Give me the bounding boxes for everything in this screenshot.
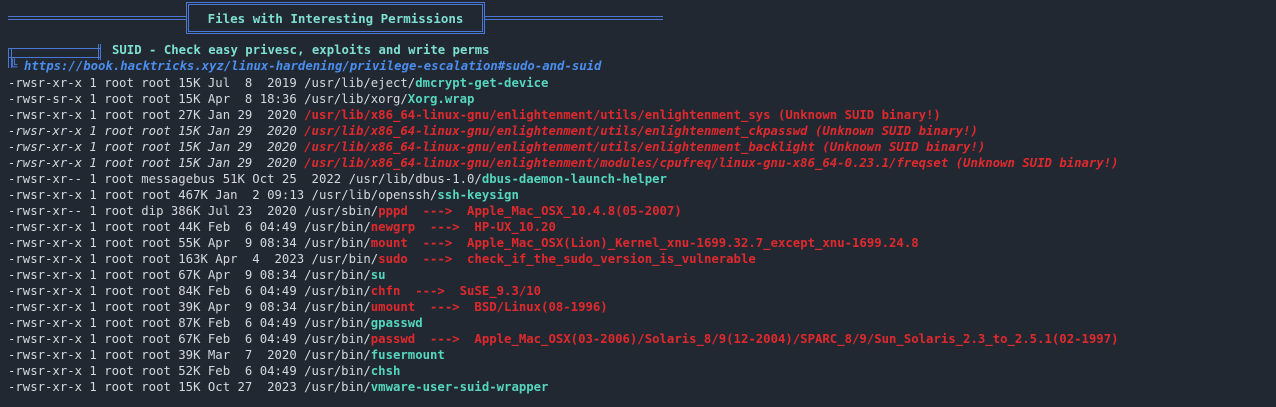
- file-binary-name: gpasswd: [370, 316, 423, 330]
- file-binary-name: Xorg.wrap: [407, 92, 475, 106]
- file-binary-name: vmware-user-suid-wrapper: [370, 380, 549, 394]
- file-permissions: -rwsr-xr-x 1 root root 27K Jan 29 2020: [8, 108, 305, 122]
- file-row: -rwsr-xr-x 1 root root 67K Feb 6 04:49 /…: [8, 331, 1119, 347]
- file-permissions: -rwsr-xr-x 1 root root 39K Mar 7 2020: [8, 348, 305, 362]
- file-directory: /usr/sbin/: [304, 204, 379, 218]
- file-permissions: -rwsr-xr-x 1 root root 67K Apr 9 08:34: [8, 268, 305, 282]
- file-binary-name: su: [370, 268, 386, 282]
- file-row: -rwsr-xr-x 1 root root 15K Jan 29 2020 /…: [8, 139, 1119, 155]
- file-directory: /usr/lib/openssh/: [311, 188, 438, 202]
- file-row: -rwsr-sr-x 1 root root 15K Apr 8 18:36 /…: [8, 91, 1119, 107]
- file-permissions: -rwsr-xr-x 1 root root 15K Jan 29 2020: [8, 156, 305, 170]
- file-permissions: -rwsr-xr-x 1 root root 39K Apr 9 08:34: [8, 300, 305, 314]
- file-binary-name: passwd: [370, 332, 416, 346]
- file-directory: /usr/bin/: [304, 364, 371, 378]
- file-directory: /usr/bin/: [304, 268, 371, 282]
- file-row: -rwsr-xr-x 1 root root 44K Feb 6 04:49 /…: [8, 219, 1119, 235]
- suid-file-list: -rwsr-xr-x 1 root root 15K Jul 8 2019 /u…: [8, 75, 1119, 395]
- file-binary-name: /usr/lib/x86_64-linux-gnu/enlightenment/…: [304, 108, 941, 122]
- section-corner-vertical: [8, 48, 12, 68]
- file-permissions: -rwsr-xr-x 1 root root 84K Feb 6 04:49: [8, 284, 305, 298]
- section-corner-horizontal: [8, 48, 100, 58]
- section-link[interactable]: https://book.hacktricks.xyz/linux-harden…: [24, 59, 602, 73]
- file-row: -rwsr-xr-- 1 root dip 386K Jul 23 2020 /…: [8, 203, 1119, 219]
- file-directory: /usr/bin/: [304, 284, 371, 298]
- file-directory: /usr/lib/dbus-1.0/: [348, 172, 482, 186]
- file-directory: /usr/lib/xorg/: [304, 92, 408, 106]
- file-directory: /usr/bin/: [304, 220, 371, 234]
- file-directory: /usr/bin/: [304, 332, 371, 346]
- file-binary-name: newgrp: [370, 220, 416, 234]
- file-binary-name: chfn: [370, 284, 401, 298]
- file-permissions: -rwsr-xr-x 1 root root 163K Apr 4 2023: [8, 252, 312, 266]
- exploit-note: ---> BSD/Linux(08-1996): [415, 300, 608, 314]
- file-row: -rwsr-xr-x 1 root root 39K Apr 9 08:34 /…: [8, 299, 1119, 315]
- file-binary-name: pppd: [378, 204, 408, 218]
- file-binary-name: sudo: [378, 252, 408, 266]
- file-permissions: -rwsr-xr-x 1 root root 467K Jan 2 09:13: [8, 188, 312, 202]
- file-permissions: -rwsr-xr-x 1 root root 52K Feb 6 04:49: [8, 364, 305, 378]
- file-binary-name: ssh-keysign: [437, 188, 519, 202]
- section-title: SUID - Check easy privesc, exploits and …: [112, 43, 490, 57]
- file-binary-name: /usr/lib/x86_64-linux-gnu/enlightenment/…: [304, 140, 986, 154]
- file-row: -rwsr-xr-x 1 root root 15K Jul 8 2019 /u…: [8, 75, 1119, 91]
- exploit-note: ---> SuSE_9.3/10: [400, 284, 542, 298]
- file-row: -rwsr-xr-x 1 root root 52K Feb 6 04:49 /…: [8, 363, 1119, 379]
- file-row: -rwsr-xr-x 1 root root 163K Apr 4 2023 /…: [8, 251, 1119, 267]
- file-binary-name: /usr/lib/x86_64-linux-gnu/enlightenment/…: [304, 156, 1119, 170]
- file-row: -rwsr-xr-x 1 root root 27K Jan 29 2020 /…: [8, 107, 1119, 123]
- file-row: -rwsr-xr-x 1 root root 67K Apr 9 08:34 /…: [8, 267, 1119, 283]
- file-permissions: -rwsr-xr-x 1 root root 44K Feb 6 04:49: [8, 220, 305, 234]
- file-binary-name: /usr/lib/x86_64-linux-gnu/enlightenment/…: [304, 124, 978, 138]
- file-row: -rwsr-xr-x 1 root root 15K Oct 27 2023 /…: [8, 379, 1119, 395]
- file-directory: /usr/bin/: [304, 380, 371, 394]
- file-binary-name: fusermount: [370, 348, 445, 362]
- file-directory: /usr/bin/: [304, 348, 371, 362]
- exploit-note: ---> check_if_the_sudo_version_is_vulner…: [407, 252, 756, 266]
- file-row: -rwsr-xr-x 1 root root 84K Feb 6 04:49 /…: [8, 283, 1119, 299]
- link-arrow-icon: ╚: [10, 59, 18, 73]
- file-row: -rwsr-xr-- 1 root messagebus 51K Oct 25 …: [8, 171, 1119, 187]
- file-row: -rwsr-xr-x 1 root root 55K Apr 9 08:34 /…: [8, 235, 1119, 251]
- file-binary-name: chsh: [370, 364, 401, 378]
- file-permissions: -rwsr-xr-x 1 root root 15K Jul 8 2019: [8, 76, 305, 90]
- file-directory: /usr/bin/: [304, 300, 371, 314]
- file-binary-name: umount: [370, 300, 416, 314]
- file-permissions: -rwsr-xr-- 1 root messagebus 51K Oct 25 …: [8, 172, 349, 186]
- banner-title: Files with Interesting Permissions: [207, 10, 464, 26]
- exploit-note: ---> Apple_Mac_OSX(Lion)_Kernel_xnu-1699…: [407, 236, 919, 250]
- exploit-note: ---> Apple_Mac_OSX_10.4.8(05-2007): [407, 204, 682, 218]
- file-row: -rwsr-xr-x 1 root root 39K Mar 7 2020 /u…: [8, 347, 1119, 363]
- file-permissions: -rwsr-xr-x 1 root root 15K Jan 29 2020: [8, 124, 305, 138]
- file-directory: /usr/bin/: [304, 316, 371, 330]
- file-permissions: -rwsr-xr-x 1 root root 15K Jan 29 2020: [8, 140, 305, 154]
- file-permissions: -rwsr-xr-- 1 root dip 386K Jul 23 2020: [8, 204, 305, 218]
- exploit-note: ---> Apple_Mac_OSX(03-2006)/Solaris_8/9(…: [415, 332, 1119, 346]
- file-row: -rwsr-xr-x 1 root root 467K Jan 2 09:13 …: [8, 187, 1119, 203]
- banner-title-box: Files with Interesting Permissions: [186, 2, 485, 34]
- file-row: -rwsr-xr-x 1 root root 87K Feb 6 04:49 /…: [8, 315, 1119, 331]
- file-row: -rwsr-xr-x 1 root root 15K Jan 29 2020 /…: [8, 123, 1119, 139]
- file-permissions: -rwsr-xr-x 1 root root 55K Apr 9 08:34: [8, 236, 305, 250]
- file-directory: /usr/lib/eject/: [304, 76, 416, 90]
- file-permissions: -rwsr-sr-x 1 root root 15K Apr 8 18:36: [8, 92, 305, 106]
- file-permissions: -rwsr-xr-x 1 root root 67K Feb 6 04:49: [8, 332, 305, 346]
- file-binary-name: dbus-daemon-launch-helper: [481, 172, 667, 186]
- file-permissions: -rwsr-xr-x 1 root root 15K Oct 27 2023: [8, 380, 305, 394]
- file-directory: /usr/bin/: [304, 236, 371, 250]
- file-permissions: -rwsr-xr-x 1 root root 87K Feb 6 04:49: [8, 316, 305, 330]
- section-corner-bar: [98, 44, 101, 60]
- file-directory: /usr/bin/: [311, 252, 379, 266]
- file-row: -rwsr-xr-x 1 root root 15K Jan 29 2020 /…: [8, 155, 1119, 171]
- file-binary-name: mount: [370, 236, 408, 250]
- exploit-note: ---> HP-UX_10.20: [415, 220, 556, 234]
- file-binary-name: dmcrypt-get-device: [415, 76, 549, 90]
